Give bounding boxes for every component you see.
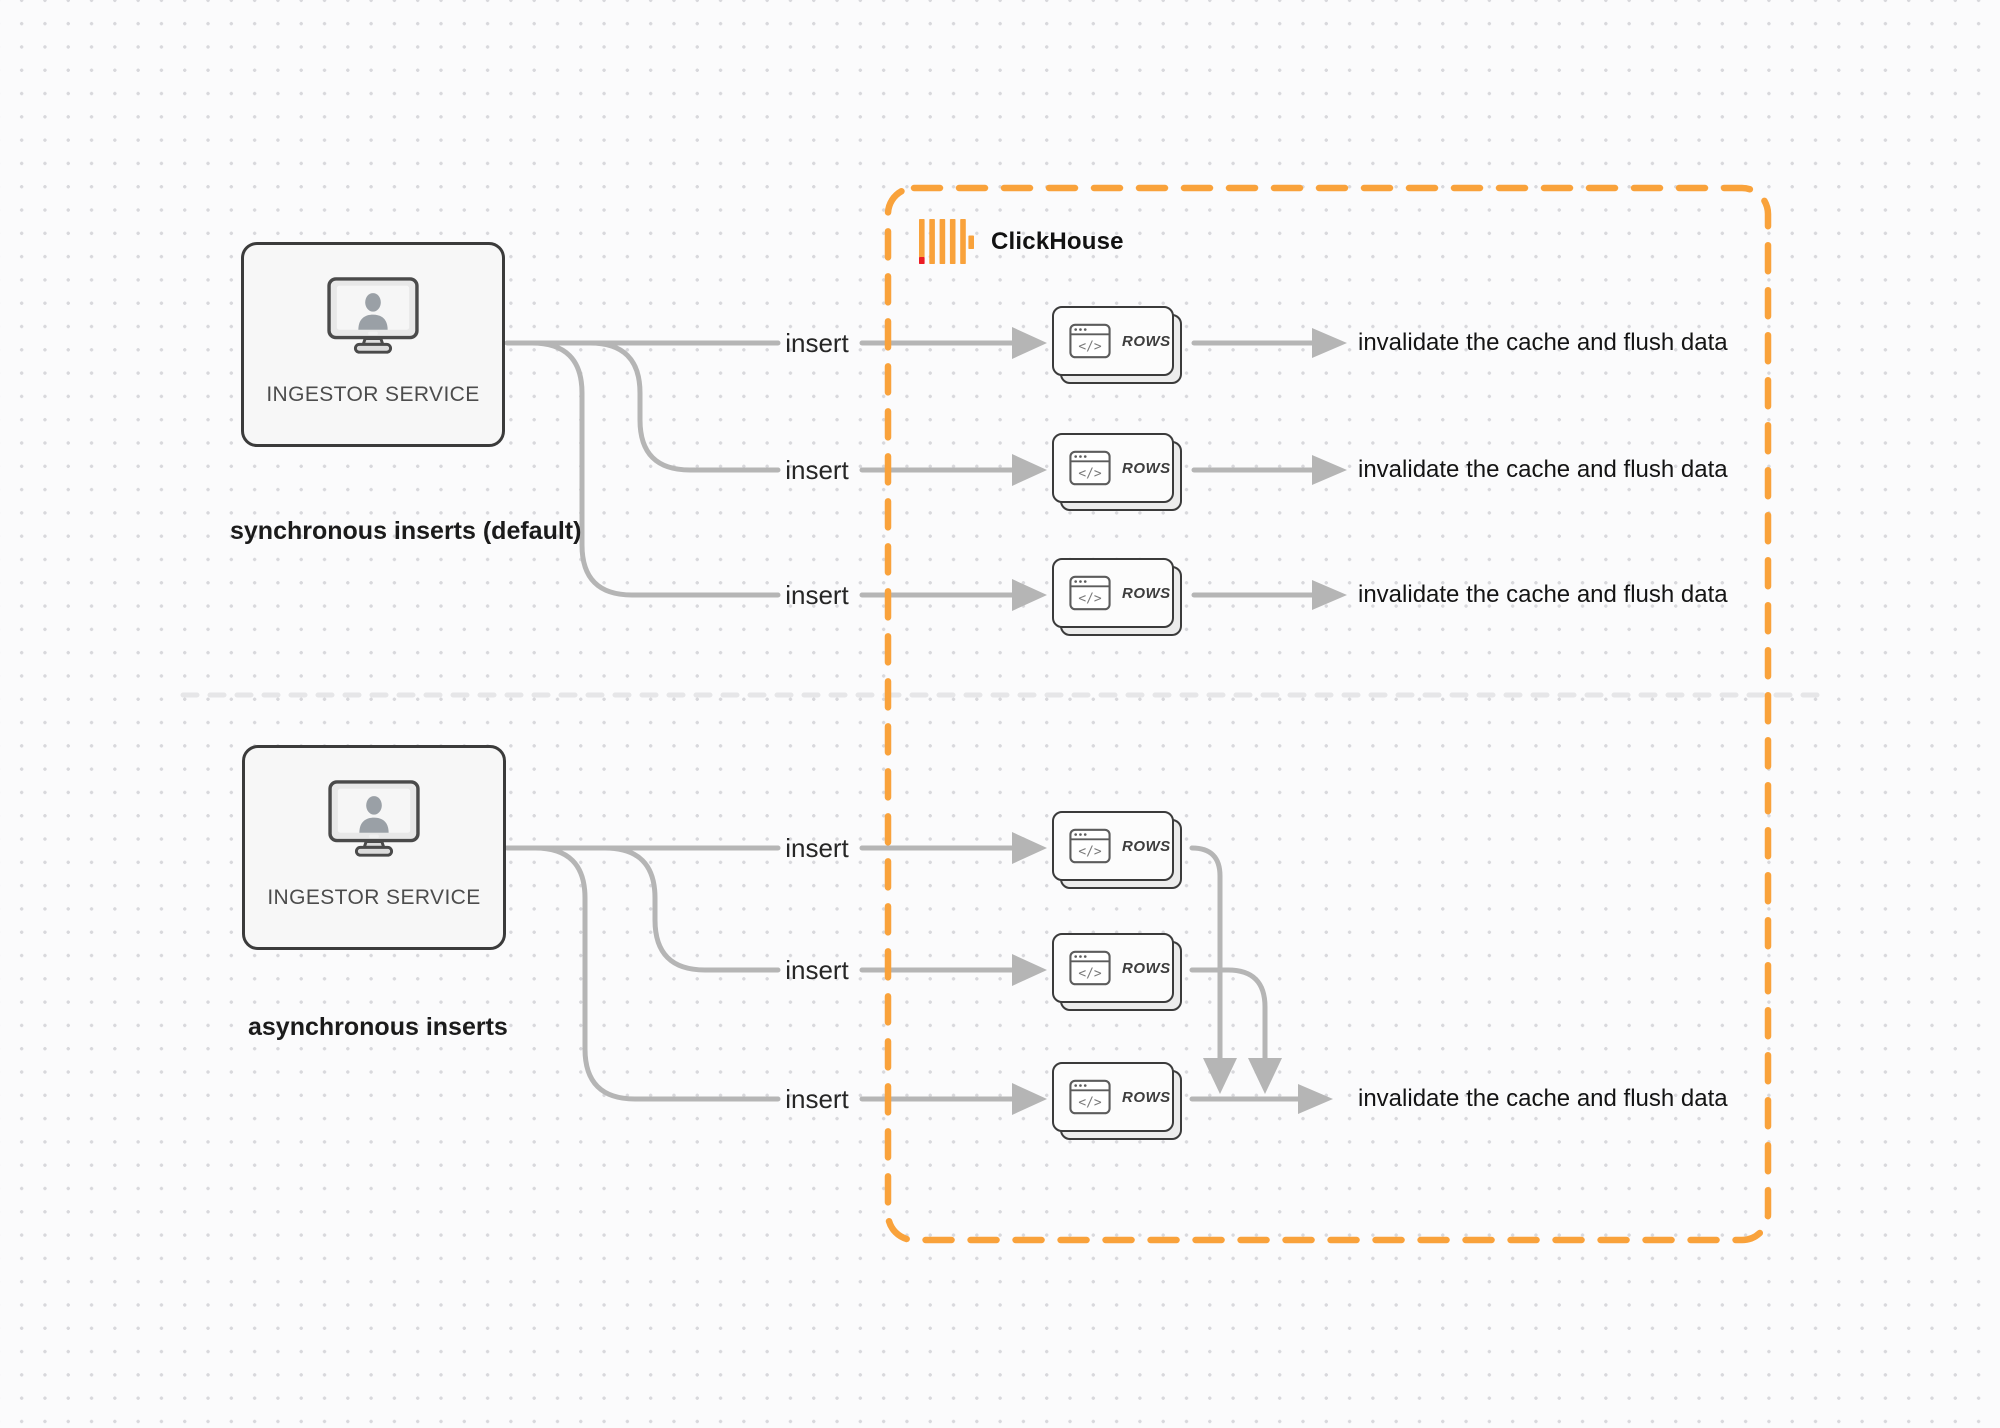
clickhouse-dashed-border [884, 184, 1772, 1244]
insert-label: insert [785, 955, 849, 985]
code-glyph: </> [1078, 1096, 1102, 1111]
result-label: invalidate the cache and flush data [1358, 581, 1728, 608]
rows-card-front: </> ROWS [1052, 558, 1174, 628]
code-window-icon: </> [1069, 450, 1111, 486]
rows-card: </> ROWS [1052, 306, 1182, 384]
code-glyph: </> [1078, 467, 1102, 482]
insert-label: insert [785, 833, 849, 863]
code-window-icon: </> [1069, 828, 1111, 864]
rows-card-front: </> ROWS [1052, 306, 1174, 376]
rows-card-front: </> ROWS [1052, 933, 1174, 1003]
rows-card-front: </> ROWS [1052, 811, 1174, 881]
rows-card-label: ROWS [1122, 837, 1171, 855]
code-glyph: </> [1078, 340, 1102, 355]
rows-card-label: ROWS [1122, 584, 1171, 602]
arrowhead-right-icon [1012, 454, 1047, 486]
arrowhead-right-icon [1312, 455, 1347, 485]
ingestor-service-box: INGESTOR SERVICE [242, 745, 506, 950]
clickhouse-label: ClickHouse [991, 227, 1124, 255]
arrowheads [1012, 327, 1347, 1115]
arrowhead-right-icon [1298, 1084, 1333, 1114]
rows-card: </> ROWS [1052, 433, 1182, 511]
rows-card: </> ROWS [1052, 1062, 1182, 1140]
arrowhead-down-icon [1203, 1058, 1237, 1094]
result-label: invalidate the cache and flush data [1358, 1085, 1728, 1112]
arrowhead-right-icon [1012, 1083, 1047, 1115]
monitor-user-icon [327, 277, 419, 354]
async-card1-merge-line [1189, 845, 1223, 1061]
rows-card: </> ROWS [1052, 811, 1182, 889]
sync-row3-branch [529, 340, 781, 598]
arrowhead-right-icon [1012, 327, 1047, 359]
arrowhead-right-icon [1012, 579, 1047, 611]
code-window-icon: </> [1069, 575, 1111, 611]
arrowhead-down-icon [1248, 1058, 1282, 1094]
rows-card-front: </> ROWS [1052, 1062, 1174, 1132]
sync-connectors [504, 340, 1315, 598]
sync-row2-branch [587, 340, 781, 473]
async-caption: asynchronous inserts [248, 1013, 508, 1041]
code-glyph: </> [1078, 967, 1102, 982]
sync-caption: synchronous inserts (default) [230, 517, 582, 545]
ingestor-service-label: INGESTOR SERVICE [266, 383, 480, 406]
clickhouse-brand: ClickHouse [919, 219, 1124, 264]
insert-label: insert [785, 1084, 849, 1114]
rows-card-label: ROWS [1122, 959, 1171, 977]
rows-card-front: </> ROWS [1052, 433, 1174, 503]
clickhouse-logo-icon [919, 219, 974, 264]
arrowhead-right-icon [1312, 328, 1347, 358]
code-window-icon: </> [1069, 323, 1111, 359]
code-glyph: </> [1078, 592, 1102, 607]
result-label: invalidate the cache and flush data [1358, 456, 1728, 483]
insert-label: insert [785, 580, 849, 610]
code-window-icon: </> [1069, 1079, 1111, 1115]
code-glyph: </> [1078, 845, 1102, 860]
rows-card-label: ROWS [1122, 1088, 1171, 1106]
result-label: invalidate the cache and flush data [1358, 329, 1728, 356]
ingestor-service-label: INGESTOR SERVICE [267, 886, 481, 909]
rows-card-label: ROWS [1122, 332, 1171, 350]
code-window-icon: </> [1069, 950, 1111, 986]
rows-card: </> ROWS [1052, 933, 1182, 1011]
arrowhead-right-icon [1012, 832, 1047, 864]
monitor-user-icon [328, 780, 420, 857]
async-row2-branch [602, 845, 781, 973]
async-card2-merge-line [1189, 967, 1268, 1061]
insert-label: insert [785, 328, 849, 358]
arrowhead-right-icon [1312, 580, 1347, 610]
arrowhead-right-icon [1012, 954, 1047, 986]
insert-label: insert [785, 455, 849, 485]
async-row3-branch [532, 845, 781, 1102]
rows-card-label: ROWS [1122, 459, 1171, 477]
rows-card: </> ROWS [1052, 558, 1182, 636]
ingestor-service-box: INGESTOR SERVICE [241, 242, 505, 447]
async-connectors [504, 845, 1301, 1102]
